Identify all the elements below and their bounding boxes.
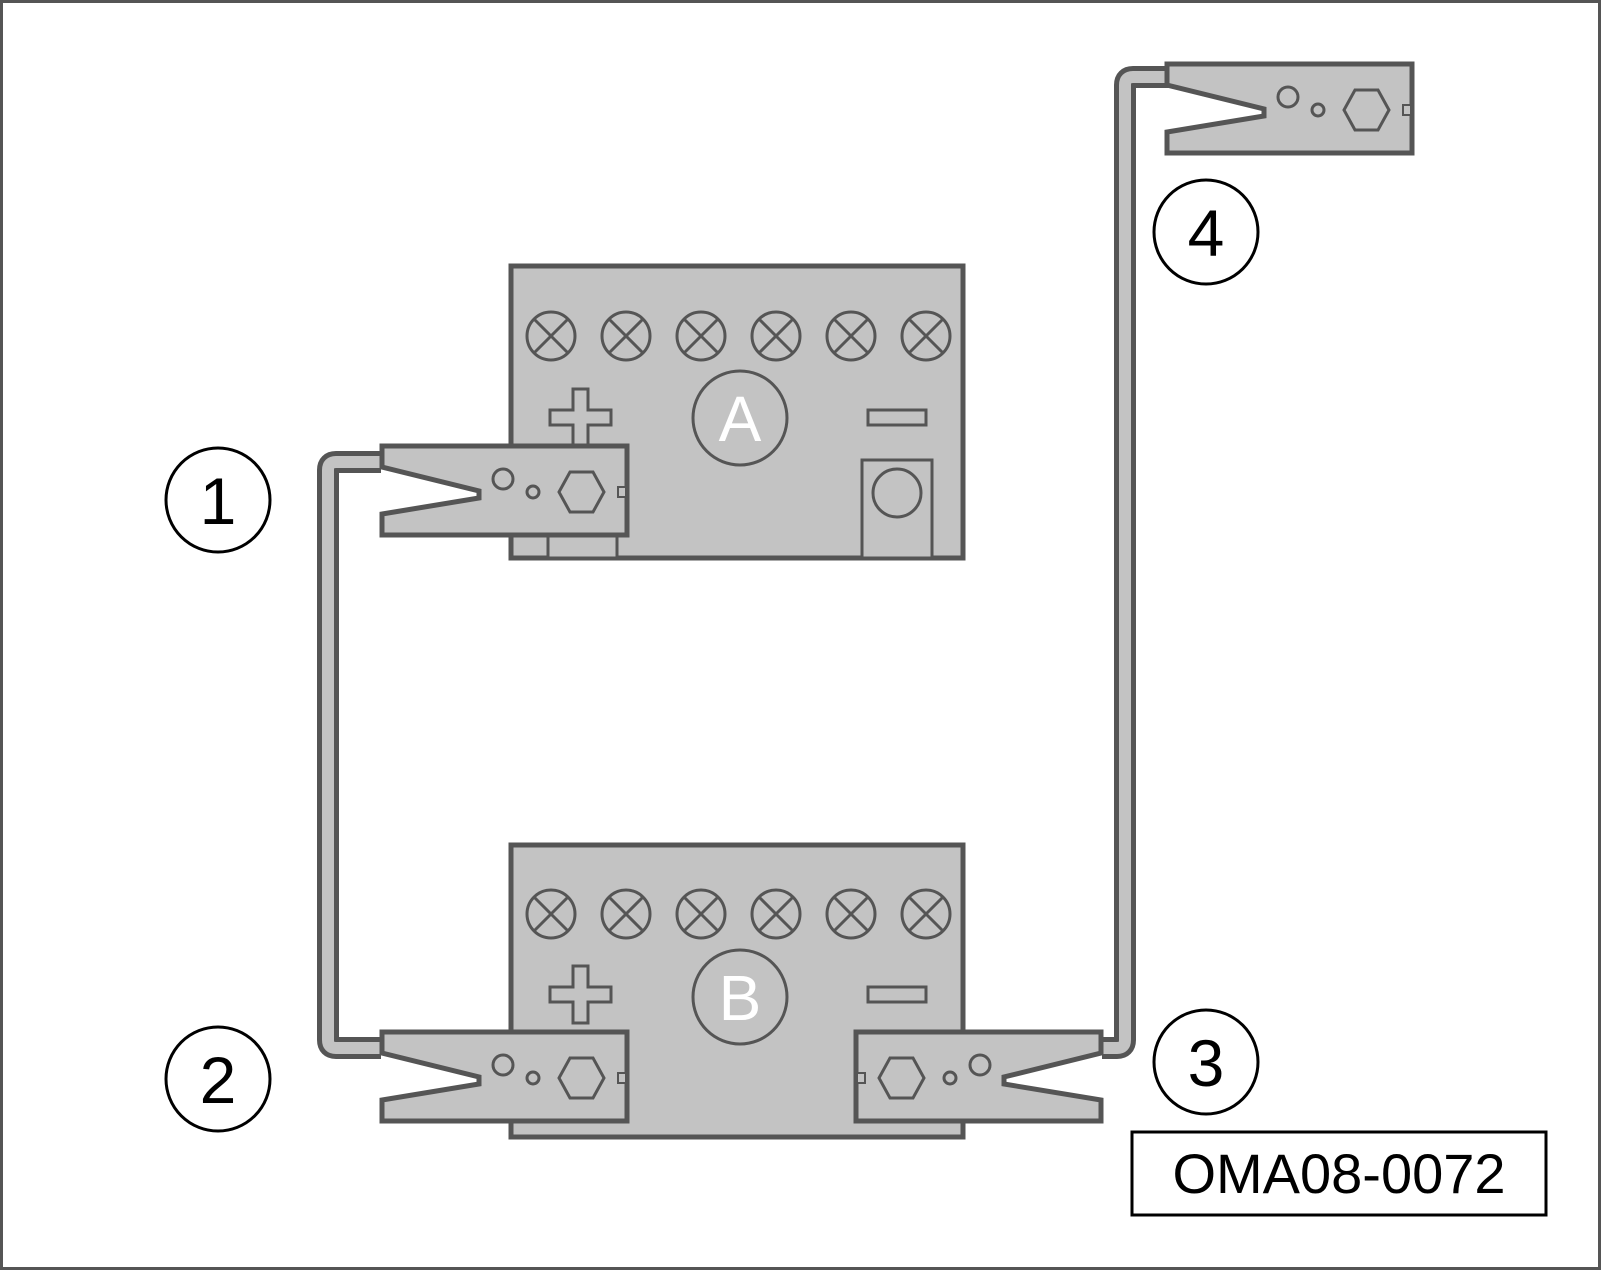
cell-cap-icon — [900, 310, 952, 362]
figure-code-box: OMA08-0072 — [1130, 1130, 1548, 1217]
callout-4-number: 4 — [1188, 196, 1225, 270]
minus-sign-icon — [866, 985, 928, 1004]
positive-cable-fill — [322, 456, 381, 1054]
negative-cable-fill — [1102, 71, 1172, 1054]
callout-1-number: 1 — [200, 464, 237, 538]
callout-4: 4 — [1152, 178, 1260, 286]
cell-cap-icon — [525, 310, 577, 362]
cell-cap-icon — [600, 888, 652, 940]
battery-b-letter: B — [719, 962, 762, 1034]
cell-cap-icon — [675, 888, 727, 940]
cell-cap-icon — [600, 310, 652, 362]
battery-b-label-circle — [691, 948, 789, 1046]
battery-a-letter: A — [719, 383, 762, 455]
minus-sign-icon — [866, 408, 928, 427]
plus-sign-icon — [548, 964, 613, 1025]
cell-cap-icon — [525, 888, 577, 940]
cell-cap-icon — [675, 310, 727, 362]
cell-cap-icon — [750, 310, 802, 362]
cell-cap-icon — [900, 888, 952, 940]
callout-3: 3 — [1152, 1008, 1260, 1116]
cell-cap-icon — [825, 310, 877, 362]
cell-cap-icon — [750, 888, 802, 940]
battery-a-label-circle — [691, 369, 789, 467]
figure-code: OMA08-0072 — [1172, 1142, 1505, 1205]
callout-1: 1 — [164, 446, 272, 554]
callout-2-number: 2 — [200, 1043, 237, 1117]
negative-terminal-post — [871, 467, 923, 519]
callout-2: 2 — [164, 1025, 272, 1133]
callout-3-number: 3 — [1188, 1026, 1225, 1100]
cell-cap-icon — [825, 888, 877, 940]
jumper-cables — [317, 66, 1172, 1059]
